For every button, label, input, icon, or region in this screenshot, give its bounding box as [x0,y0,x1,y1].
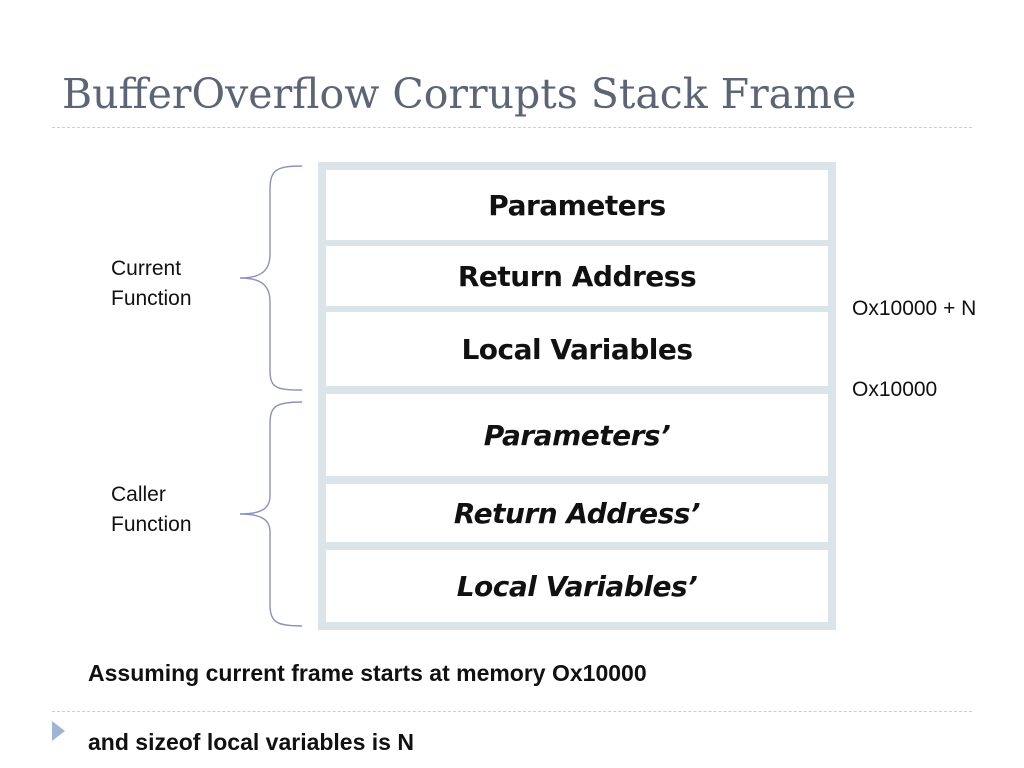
note-divider [52,711,972,712]
stack-cell-return-address: Return Address [326,246,828,306]
stack-cell-caller-parameters: Parameters’ [326,394,828,476]
stack-cell-local-variables: Local Variables [326,312,828,386]
stack-cell-label: Parameters [483,418,661,452]
caller-function-label-line2: Function [111,513,192,536]
current-function-label-line2: Function [111,287,192,310]
current-function-label: Current Function [111,254,192,314]
stack-cell-prime: ’ [689,496,701,530]
caller-function-brace [239,401,303,627]
stack-cell-prime: ’ [660,418,671,452]
current-function-brace [239,165,303,391]
bullet-arrow-icon [52,721,65,741]
stack-cell-label: Parameters [488,188,666,222]
stack-cell-caller-return-address: Return Address’ [326,484,828,542]
stack-cell-label: Local Variables [461,332,693,366]
stack-cell-label: Return Address [453,496,691,530]
stack-cell-label: Return Address [457,259,697,293]
current-function-label-line1: Current [111,257,182,280]
note-line-2: and sizeof local variables is N [88,729,414,755]
slide-title: BufferOverflow Corrupts Stack Frame [62,70,857,118]
title-divider [52,127,972,128]
stack-cell-parameters: Parameters [326,170,828,240]
note-line-1: Assuming current frame starts at memory … [88,660,647,686]
stack-frame-diagram: Parameters Return Address Local Variable… [318,162,836,630]
address-top-label: Ox10000 + N [852,297,977,320]
stack-cell-label: Local Variables [456,569,688,603]
caller-function-label: Caller Function [111,480,192,540]
stack-cell-prime: ’ [687,569,698,603]
caller-function-label-line1: Caller [111,483,166,506]
stack-cell-caller-local-variables: Local Variables’ [326,550,828,622]
address-base-label: Ox10000 [852,378,938,401]
